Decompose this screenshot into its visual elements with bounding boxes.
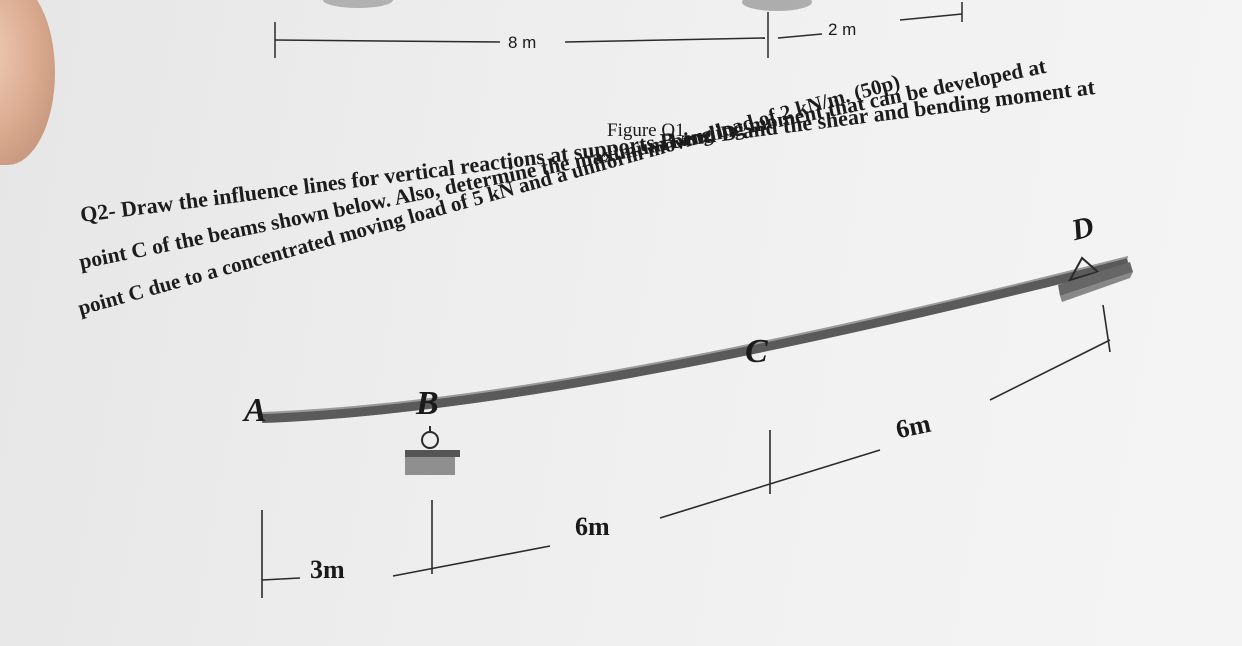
point-label-a: A (244, 392, 267, 429)
top-dimension-label-2m: 2 m (828, 20, 857, 39)
top-dimension-lines (274, 2, 963, 58)
point-label-c: C (745, 333, 768, 370)
support-b-symbol (405, 426, 460, 475)
top-dimension-label-8m: 8 m (508, 33, 537, 52)
figure-caption: Figure Q1 (607, 120, 685, 141)
dimension-label-a-to-b: 3m (310, 555, 345, 584)
beam (261, 257, 1130, 423)
point-label-b: B (416, 385, 439, 422)
dimension-label-b-to-c: 6m (575, 512, 610, 541)
bottom-dimension-lines (261, 304, 1111, 598)
support-d-symbol (1058, 256, 1133, 302)
